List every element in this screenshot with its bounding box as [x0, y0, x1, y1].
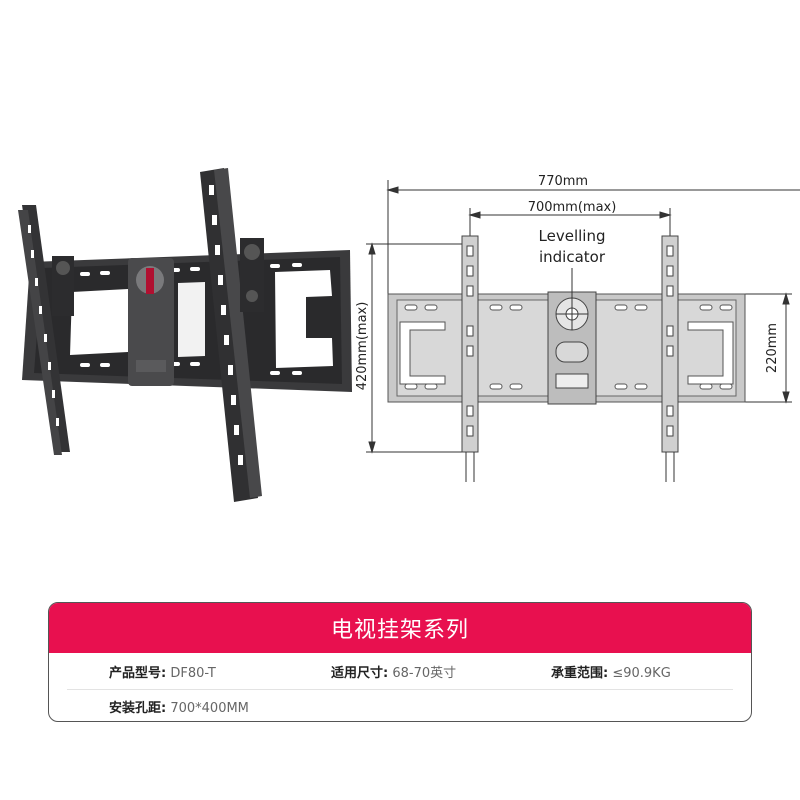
dim-overall-height: 420mm(max)	[355, 302, 370, 391]
levelling-label-line2: indicator	[539, 248, 606, 266]
levelling-label-line1: Levelling	[539, 227, 606, 245]
dim-plate-height: 220mm	[765, 323, 780, 373]
spec-hole-spacing-value: 700*400MM	[170, 701, 249, 716]
dim-overall-width: 770mm	[538, 174, 588, 189]
spec-model: 产品型号: DF80-T	[109, 662, 216, 681]
spec-size: 适用尺寸: 68-70英寸	[331, 662, 456, 681]
spec-load-value: ≤90.9KG	[612, 666, 671, 681]
spec-divider	[67, 689, 733, 690]
spec-size-label: 适用尺寸:	[331, 666, 389, 681]
spec-load-label: 承重范围:	[551, 666, 609, 681]
spec-size-value: 68-70英寸	[392, 666, 457, 681]
spec-card-title: 电视挂架系列	[49, 603, 751, 653]
product-illustration: 770mm 700mm(max) Levelling indicator 420…	[18, 168, 800, 502]
bracket-photo	[18, 168, 352, 502]
spec-hole-spacing: 安装孔距: 700*400MM	[109, 697, 249, 716]
spec-row-1: 产品型号: DF80-T 适用尺寸: 68-70英寸 承重范围: ≤90.9KG	[49, 662, 751, 682]
technical-drawing	[366, 180, 800, 482]
spec-model-label: 产品型号:	[109, 666, 167, 681]
spec-row-2: 安装孔距: 700*400MM	[49, 697, 751, 717]
spec-hole-spacing-label: 安装孔距:	[109, 701, 167, 716]
spec-model-value: DF80-T	[170, 666, 216, 681]
spec-load: 承重范围: ≤90.9KG	[551, 662, 671, 681]
dim-vesa-width: 700mm(max)	[528, 200, 617, 215]
spec-card: 电视挂架系列 产品型号: DF80-T 适用尺寸: 68-70英寸 承重范围: …	[48, 602, 752, 722]
